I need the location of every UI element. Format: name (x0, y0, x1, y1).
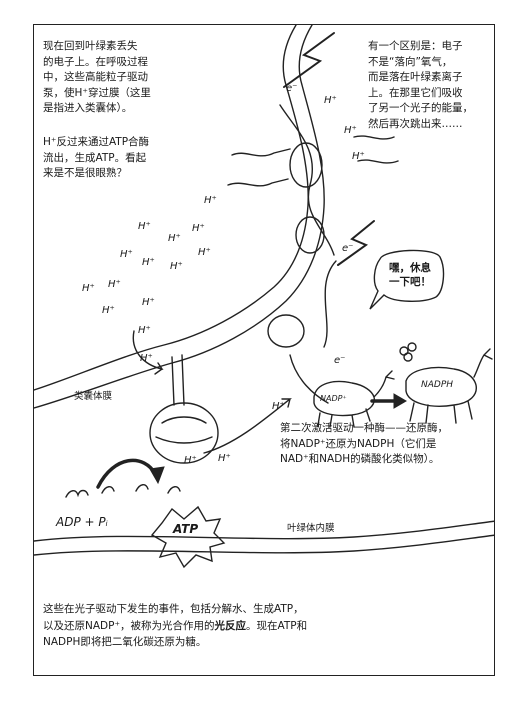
proton-label: H⁺ (170, 261, 183, 272)
proton-label: H⁺ (142, 257, 155, 268)
adp-equation: ADP + Pᵢ (56, 515, 108, 529)
inner-membrane-top (34, 520, 494, 542)
illustration (34, 25, 494, 569)
proton-label: H⁺ (82, 283, 95, 294)
proton-label: H⁺ (218, 453, 231, 464)
photon-bolt-1 (283, 32, 335, 88)
electron-label: e⁻ (334, 355, 346, 366)
proton-label: H⁺ (140, 353, 153, 364)
proton-label: H⁺ (120, 249, 133, 260)
atp-starburst (150, 505, 226, 569)
electron-path-1 (279, 104, 335, 256)
proton-label: H⁺ (102, 305, 115, 316)
atp-synthase-text: H⁺反过来通过ATP合酶 流出，生成ATP。看起 来是不是很眼熟？ (43, 136, 150, 179)
proton-label: H⁺ (324, 95, 337, 106)
electron-label: e⁻ (286, 83, 298, 94)
inner-membrane-label: 叶绿体内膜 (287, 523, 335, 534)
summary-text-start: 这些在光子驱动下发生的事件，包括分解水、生成ATP， 以及还原NADP⁺，被称为… (43, 603, 304, 632)
summary-text: 这些在光子驱动下发生的事件，包括分解水、生成ATP， 以及还原NADP⁺，被称为… (43, 601, 393, 651)
nadp-animal (313, 370, 395, 428)
electron-path-2 (323, 260, 337, 348)
light-reaction-term: 光反应 (214, 619, 247, 632)
atp-synthase-stalk (171, 354, 185, 406)
proton-label: H⁺ (142, 297, 155, 308)
electron-path-3 (289, 354, 329, 404)
intro-text: 现在回到叶绿素丢失 的电子上。在呼吸过程 中，这些高能粒子驱动 泵，使H⁺穿过膜… (43, 40, 151, 114)
proton-label: H⁺ (168, 233, 181, 244)
proton-label: H⁺ (272, 401, 285, 412)
h-flow-out-arrow (203, 398, 292, 454)
summary-text-end: 。现在ATP和 NADPH即将把二氧化碳还原为糖。 (43, 619, 308, 649)
atp-label: ATP (173, 522, 199, 536)
light-ray-1 (231, 148, 291, 157)
proton-label: H⁺ (138, 221, 151, 232)
thylakoid-membrane-label: 类囊体膜 (74, 391, 113, 402)
proton-label: H⁺ (352, 151, 365, 162)
photosystem-lower (267, 314, 305, 348)
proton-label: H⁺ (138, 325, 151, 336)
electron-label: e⁻ (342, 243, 354, 254)
inner-membrane-bottom (34, 534, 494, 556)
nadp-tag: NADP⁺ (320, 394, 347, 403)
atp-arrow (96, 458, 158, 489)
second-activation-text: 第二次激活驱动一种酶——还原酶， 将NADP⁺还原为NADPH（它们是 NAD⁺… (280, 422, 448, 465)
speech-bubble-text: 嘿，休息 一下吧！ (389, 262, 431, 288)
proton-label: H⁺ (198, 247, 211, 258)
light-ray-4 (357, 159, 399, 164)
proton-label: H⁺ (184, 455, 197, 466)
proton-label: H⁺ (108, 279, 121, 290)
atp-synthase-head (149, 402, 219, 464)
nadph-tag: NADPH (421, 380, 454, 390)
proton-label: H⁺ (192, 223, 205, 234)
photon-bolt-2 (337, 220, 375, 266)
light-ray-3 (353, 135, 395, 140)
comic-panel: 现在回到叶绿素丢失 的电子上。在呼吸过程 中，这些高能粒子驱动 泵，使H⁺穿过膜… (33, 24, 495, 676)
h-flow-down-arrow (132, 330, 164, 375)
light-ray-2 (227, 178, 289, 187)
difference-text: 有一个区别是：电子 不是“落向”氧气， 而是落在叶绿素离子 上。在那里它们吸收 … (368, 40, 473, 130)
proton-label: H⁺ (204, 195, 217, 206)
proton-label: H⁺ (344, 125, 357, 136)
adp-molecules (65, 484, 181, 498)
nadph-animal (405, 348, 493, 424)
thylakoid-membrane-inner (34, 25, 325, 409)
speech-bubble-outline (369, 249, 445, 310)
